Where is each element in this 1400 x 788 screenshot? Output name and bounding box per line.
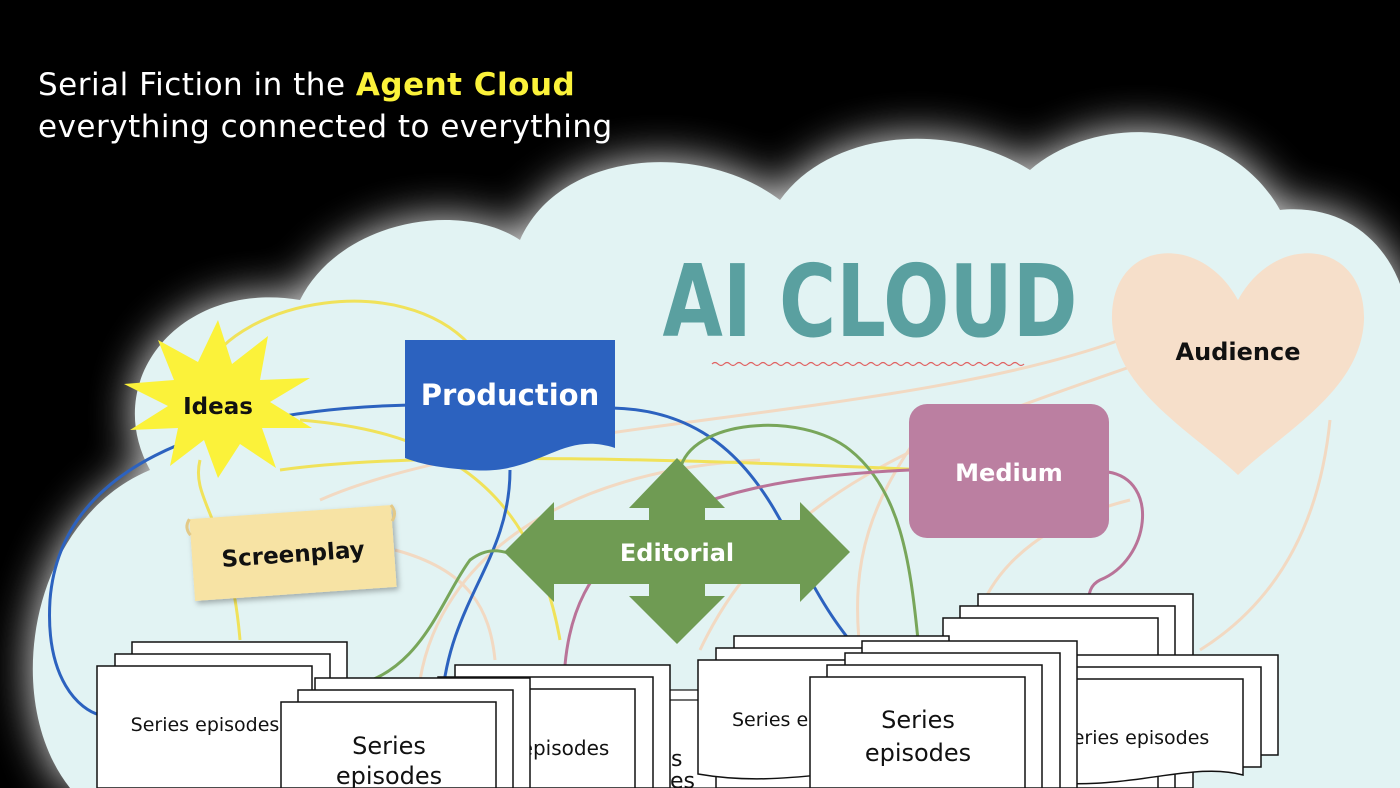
- title-highlight: Agent Cloud: [355, 67, 576, 103]
- cloud-label-group: AI CLOUD: [662, 245, 1078, 367]
- connector-audience-screenplay: [319, 338, 1121, 502]
- title-line-1: Serial Fiction in the Agent Cloud: [38, 64, 613, 106]
- episodes-b-line2: episodes: [336, 762, 442, 788]
- editorial-label: Editorial: [620, 539, 734, 567]
- episodes-e-line2: episodes: [865, 739, 971, 767]
- audience-node: Audience: [1111, 253, 1365, 475]
- title-subtitle: everything connected to everything: [38, 109, 613, 145]
- episodes-f-label: Series episodes: [1061, 727, 1210, 749]
- connector-editorial-top: [678, 423, 920, 641]
- episodes-stack-b: Series episodes: [280, 677, 531, 788]
- episodes-b-line1: Series: [352, 732, 426, 760]
- cloud-label: AI CLOUD: [662, 245, 1077, 361]
- connector-editorial-left: [339, 549, 516, 690]
- connector-production-episodes: [440, 469, 512, 701]
- spellcheck-underline: [711, 361, 1025, 367]
- production-label: Production: [421, 378, 599, 412]
- episodes-d-label: Series ep: [732, 709, 820, 731]
- medium-label: Medium: [955, 459, 1063, 487]
- slide-title: Serial Fiction in the Agent Cloud everyt…: [38, 64, 613, 148]
- episodes-stack-e: Series episodes: [809, 640, 1078, 788]
- ideas-node: Ideas: [124, 320, 312, 478]
- title-prefix: Serial Fiction in the: [38, 67, 356, 103]
- editorial-node: Editorial: [504, 458, 850, 644]
- episodes-c-label: episodes: [521, 736, 610, 760]
- audience-label: Audience: [1176, 338, 1301, 366]
- ideas-label: Ideas: [183, 394, 253, 420]
- production-node: Production: [405, 340, 615, 471]
- connector-audience-right: [1199, 419, 1332, 652]
- medium-node: Medium: [909, 404, 1109, 538]
- connector-ideas-medium: [279, 456, 931, 472]
- connector-screenplay-episodes: [394, 548, 497, 661]
- episodes-e-line1: Series: [881, 706, 955, 734]
- connector-medium-episodes: [1087, 470, 1144, 601]
- screenplay-node: Screenplay: [185, 504, 397, 601]
- episodes-a-label: Series episodes: [131, 714, 280, 736]
